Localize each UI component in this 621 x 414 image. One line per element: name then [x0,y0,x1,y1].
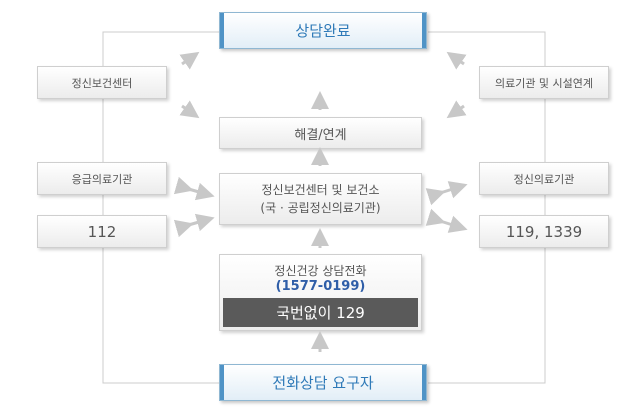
mental-health-center-sub: (국 · 공립정신의료기관) [260,201,381,215]
left-mid-label: 응급의료기관 [71,172,133,186]
consultation-complete-box: 상담완료 [219,12,427,49]
phone-requester-label: 전화상담 요구자 [272,374,374,392]
left-mid-box: 응급의료기관 [37,162,167,195]
right-top-box: 의료기관 및 시설연계 [479,66,609,99]
arrow-left-top-to-complete [179,51,200,70]
arrow-right-top-to-resolve [446,100,467,119]
right-top-label: 의료기관 및 시설연계 [494,76,594,90]
hotline-box: 정신건강 상담전화 (1577-0199) 국번없이 129 [219,254,422,331]
left-num-label: 112 [87,222,117,241]
hotline-direct-bar: 국번없이 129 [223,298,418,327]
right-num-label: 119, 1339 [505,222,583,241]
right-mid-label: 정신의료기관 [513,172,575,186]
box-edge-right [422,365,426,400]
left-num-box: 112 [37,215,167,248]
arrow-right-mid-bi-a [425,181,468,206]
consultation-complete-label: 상담완료 [295,22,351,40]
arrow-left-mid-bi-a [173,176,215,201]
resolve-link-label: 해결/연계 [294,127,347,143]
mental-health-center-label: 정신보건센터 및 보건소 [261,183,380,197]
left-connector [102,31,219,384]
right-mid-box: 정신의료기관 [479,162,609,195]
arrow-left-top-to-resolve [179,100,200,119]
resolve-link-box: 해결/연계 [219,117,422,149]
arrow-right-top-to-complete [446,51,467,70]
mental-health-center-box: 정신보건센터 및 보건소 (국 · 공립정신의료기관) [219,173,422,225]
box-edge-left [220,13,224,48]
hotline-direct-label: 국번없이 129 [276,304,365,322]
left-top-box: 정신보건센터 [37,66,167,99]
right-connector [428,31,546,384]
arrow-right-num-bi-a [425,208,468,233]
box-edge-left [220,365,224,400]
right-num-box: 119, 1339 [479,215,609,248]
left-top-label: 정신보건센터 [71,76,133,90]
hotline-number: (1577-0199) [275,279,366,294]
phone-requester-box: 전화상담 요구자 [219,364,427,401]
hotline-title: 정신건강 상담전화 [274,264,367,278]
box-edge-right [422,13,426,48]
arrow-left-num-bi-a [173,213,215,238]
